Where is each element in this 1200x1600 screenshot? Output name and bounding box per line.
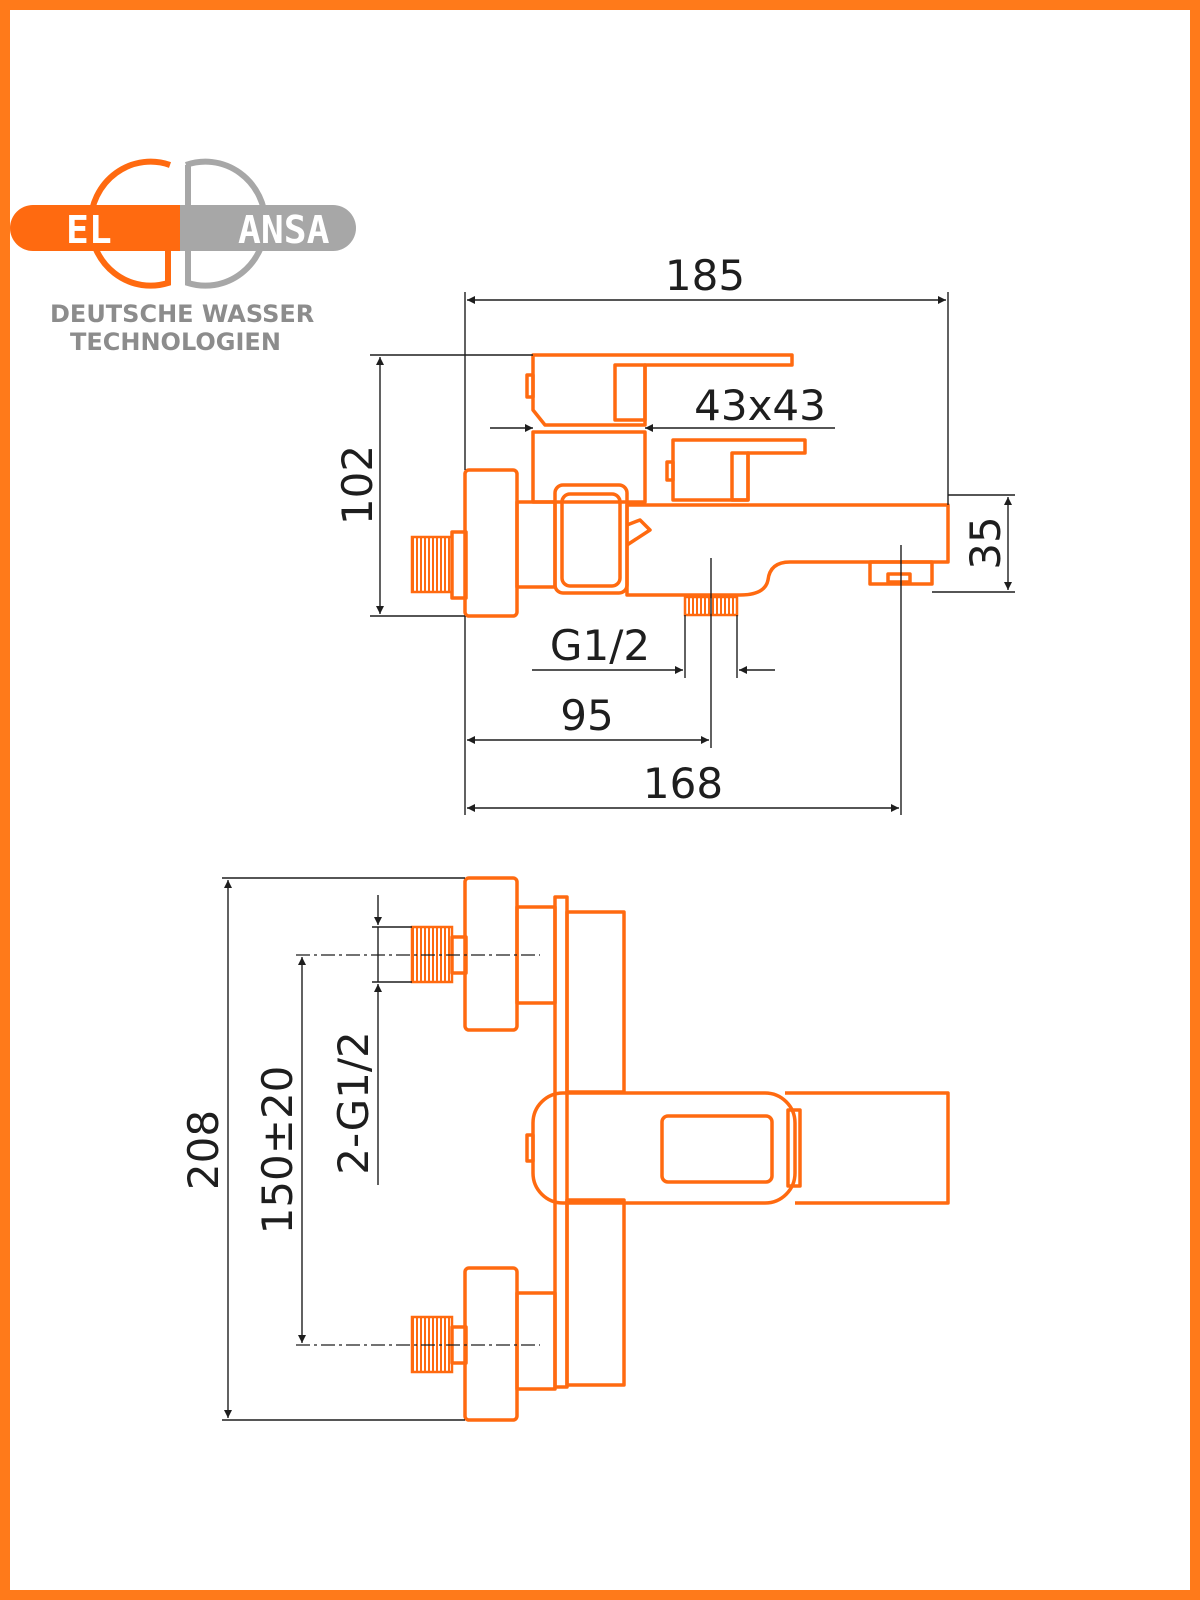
dim-168: 168	[643, 759, 723, 808]
top-view	[410, 876, 950, 1422]
dim-102: 102	[333, 445, 382, 525]
logo-subtitle-line2: TECHNOLOGIEN	[70, 328, 281, 356]
handle-window	[660, 1114, 774, 1184]
logo-subtitle-line1: DEUTSCHE WASSER	[50, 300, 314, 328]
side-view	[410, 353, 950, 618]
brand-logo: EL ANSA DEUTSCHE WASSER TECHNOLOGIEN	[10, 158, 356, 356]
logo-h-mark	[185, 158, 269, 289]
lever-top	[531, 1091, 797, 1205]
upper-inlet-flange	[463, 876, 519, 1032]
top-view-dimensions: 208 150±20 2-G1/2	[179, 877, 540, 1421]
side-view-dimensions: 185 102 43x43 35 G1/2 95 168	[333, 251, 1015, 815]
logo-g-mark	[87, 158, 171, 289]
body-bar	[553, 895, 569, 1389]
logo-brand-right: ANSA	[238, 208, 330, 252]
diverter-knob	[671, 438, 807, 502]
dim-35: 35	[961, 516, 1010, 569]
dim-95: 95	[560, 691, 613, 740]
spout	[625, 503, 950, 597]
logo-brand-left: EL	[66, 208, 112, 252]
wall-flange	[463, 468, 519, 618]
dim-150-20: 150±20	[253, 1066, 302, 1235]
eccentric-connector	[515, 500, 557, 589]
dim-43x43: 43x43	[694, 381, 826, 430]
inlet-thread	[410, 535, 454, 594]
dim-g1-2: G1/2	[550, 621, 650, 670]
cartridge-column	[531, 430, 647, 504]
dim-185: 185	[665, 251, 745, 300]
dim-208: 208	[179, 1110, 228, 1190]
lower-inlet-flange	[463, 1266, 519, 1422]
spout-top	[795, 1091, 950, 1205]
dim-2-g1-2: 2-G1/2	[329, 1031, 378, 1175]
